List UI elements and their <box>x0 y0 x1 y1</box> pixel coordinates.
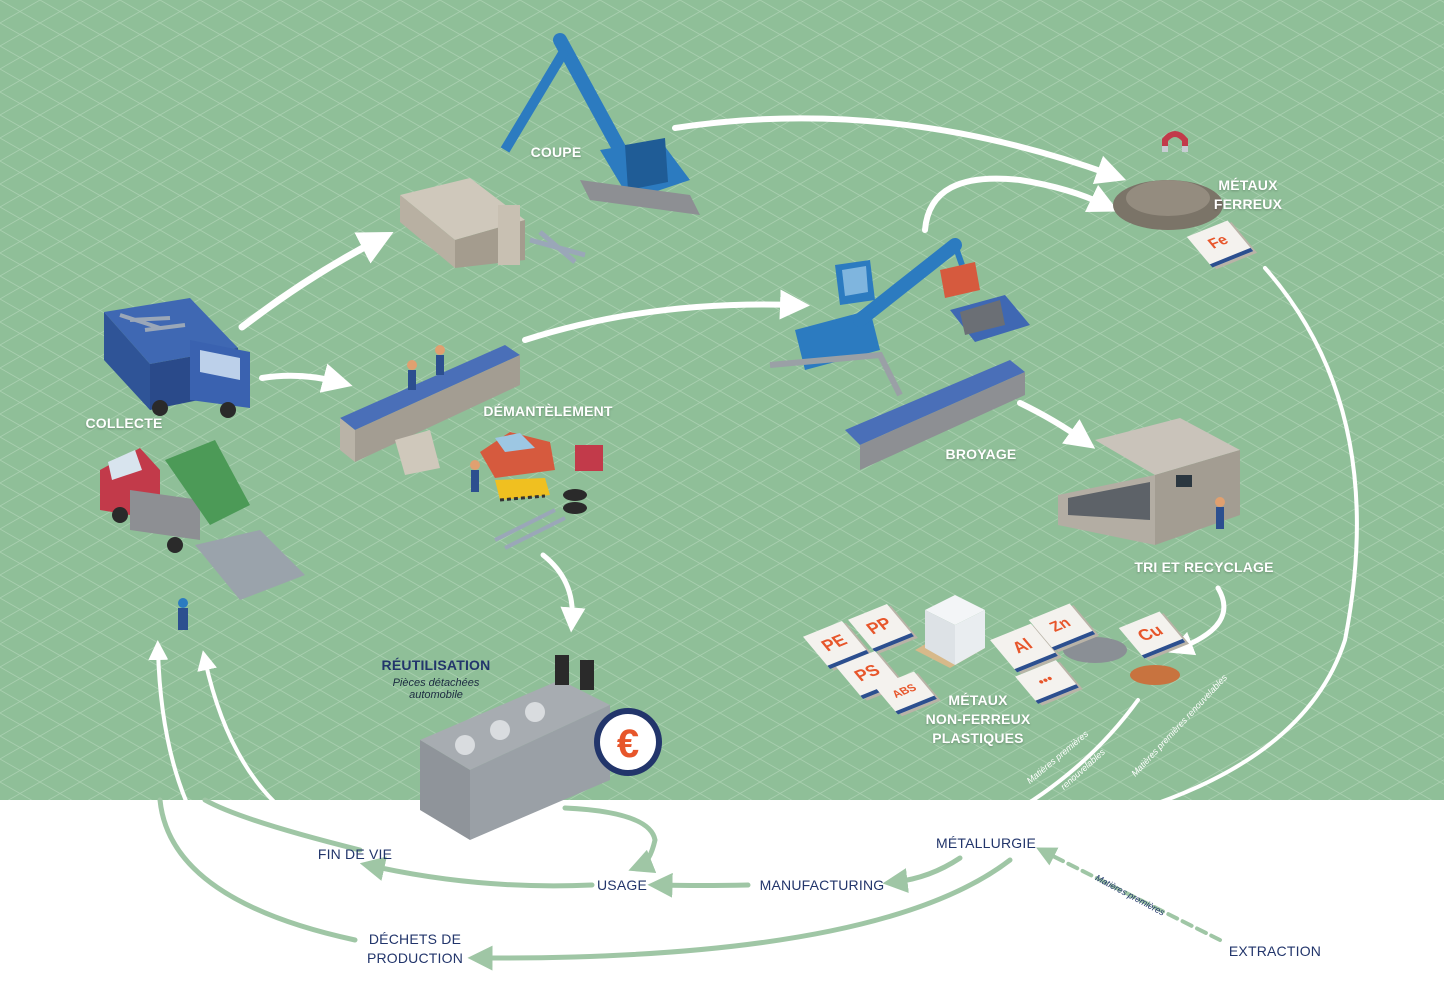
arrow-manufacturing-to-usage <box>647 872 751 898</box>
arrow-fin-de-vie-to-collecte <box>202 797 363 853</box>
label-nonferreux-line1: MÉTAUX <box>948 692 1008 708</box>
label-nonferreux-line2: NON-FERREUX <box>925 711 1031 727</box>
arrow-usage-to-fin-de-vie <box>359 856 595 889</box>
euro-badge: € <box>594 708 662 776</box>
label-collecte: COLLECTE <box>85 415 163 431</box>
arrow-metallurgie-to-dechets <box>467 857 1013 971</box>
arrow-broyage-to-tri <box>1017 400 1096 449</box>
arrow-ferreux-to-metallurgie <box>1050 266 1359 838</box>
arrow-nonferreux-to-metallurgie <box>983 698 1140 830</box>
label-reutilisation-sub-line1: Pièces détachées <box>392 677 480 689</box>
label-manufacturing: MANUFACTURING <box>759 877 885 893</box>
linear-economy-arrows <box>157 797 1222 971</box>
label-metaux-nonferreux-plastiques: MÉTAUX NON-FERREUX PLASTIQUES <box>910 691 1046 748</box>
label-tri-recyclage: TRI ET RECYCLAGE <box>1134 559 1274 575</box>
arrow-coupe-to-ferreux <box>672 115 1127 185</box>
dismantling-line-illustration <box>340 345 520 475</box>
label-metallurgie: MÉTALLURGIE <box>936 835 1036 851</box>
arrow-dechets-to-collecte <box>157 797 358 943</box>
arrow-demantelement-to-reutilisation <box>540 552 586 633</box>
car-dismantling-illustration <box>470 432 603 550</box>
label-metaux-ferreux-line2: FERREUX <box>1213 196 1283 212</box>
label-reutilisation: RÉUTILISATION <box>381 657 491 673</box>
spare-parts-shelving-illustration <box>420 655 610 840</box>
label-dechets-de-production: DÉCHETS DE PRODUCTION <box>350 930 480 968</box>
zinc-pile <box>1063 637 1127 663</box>
shear-and-crane-illustration <box>400 33 700 268</box>
arrow-reutilisation-to-usage <box>562 805 658 873</box>
magnet-icon <box>1162 131 1188 150</box>
arrow-demantelement-to-broyage <box>522 289 810 343</box>
label-nonferreux-line3: PLASTIQUES <box>932 730 1024 746</box>
arrow-metallurgie-to-manufacturing <box>882 855 963 893</box>
label-dechets-line1: DÉCHETS DE <box>368 931 462 947</box>
label-usage: USAGE <box>596 877 647 893</box>
label-metaux-ferreux-line1: MÉTAUX <box>1218 177 1278 193</box>
sorting-machine-illustration <box>1058 418 1240 545</box>
arrow-collecte-to-demantelement <box>259 363 353 393</box>
shredder-illustration <box>769 238 1030 470</box>
label-reutilisation-sub-line2: automobile <box>409 689 463 701</box>
label-fin-de-vie: FIN DE VIE <box>317 846 393 862</box>
arrow-extraction-to-metallurgie <box>1036 847 1222 942</box>
label-dechets-line2: PRODUCTION <box>366 950 464 966</box>
label-coupe: COUPE <box>530 144 582 160</box>
arrow-broyage-to-ferreux <box>922 175 1119 233</box>
ferrous-metal-pile-illustration <box>1113 131 1223 230</box>
arrow-tri-to-nonferreux <box>1168 585 1227 656</box>
dump-truck-illustration <box>100 440 305 630</box>
euro-icon: € <box>617 722 639 766</box>
label-broyage: BROYAGE <box>945 446 1017 462</box>
big-bag-illustration <box>915 595 985 668</box>
label-metaux-ferreux: MÉTAUX FERREUX <box>1208 176 1288 214</box>
arrow-collecte-to-coupe <box>238 231 394 331</box>
label-reutilisation-subtitle: Pièces détachées automobile <box>370 677 502 701</box>
collection-truck-illustration <box>104 298 250 418</box>
white-zone-background <box>0 800 1444 986</box>
label-demantelement: DÉMANTÈLEMENT <box>483 403 613 419</box>
copper-pile <box>1130 665 1180 685</box>
label-extraction: EXTRACTION <box>1228 943 1322 959</box>
